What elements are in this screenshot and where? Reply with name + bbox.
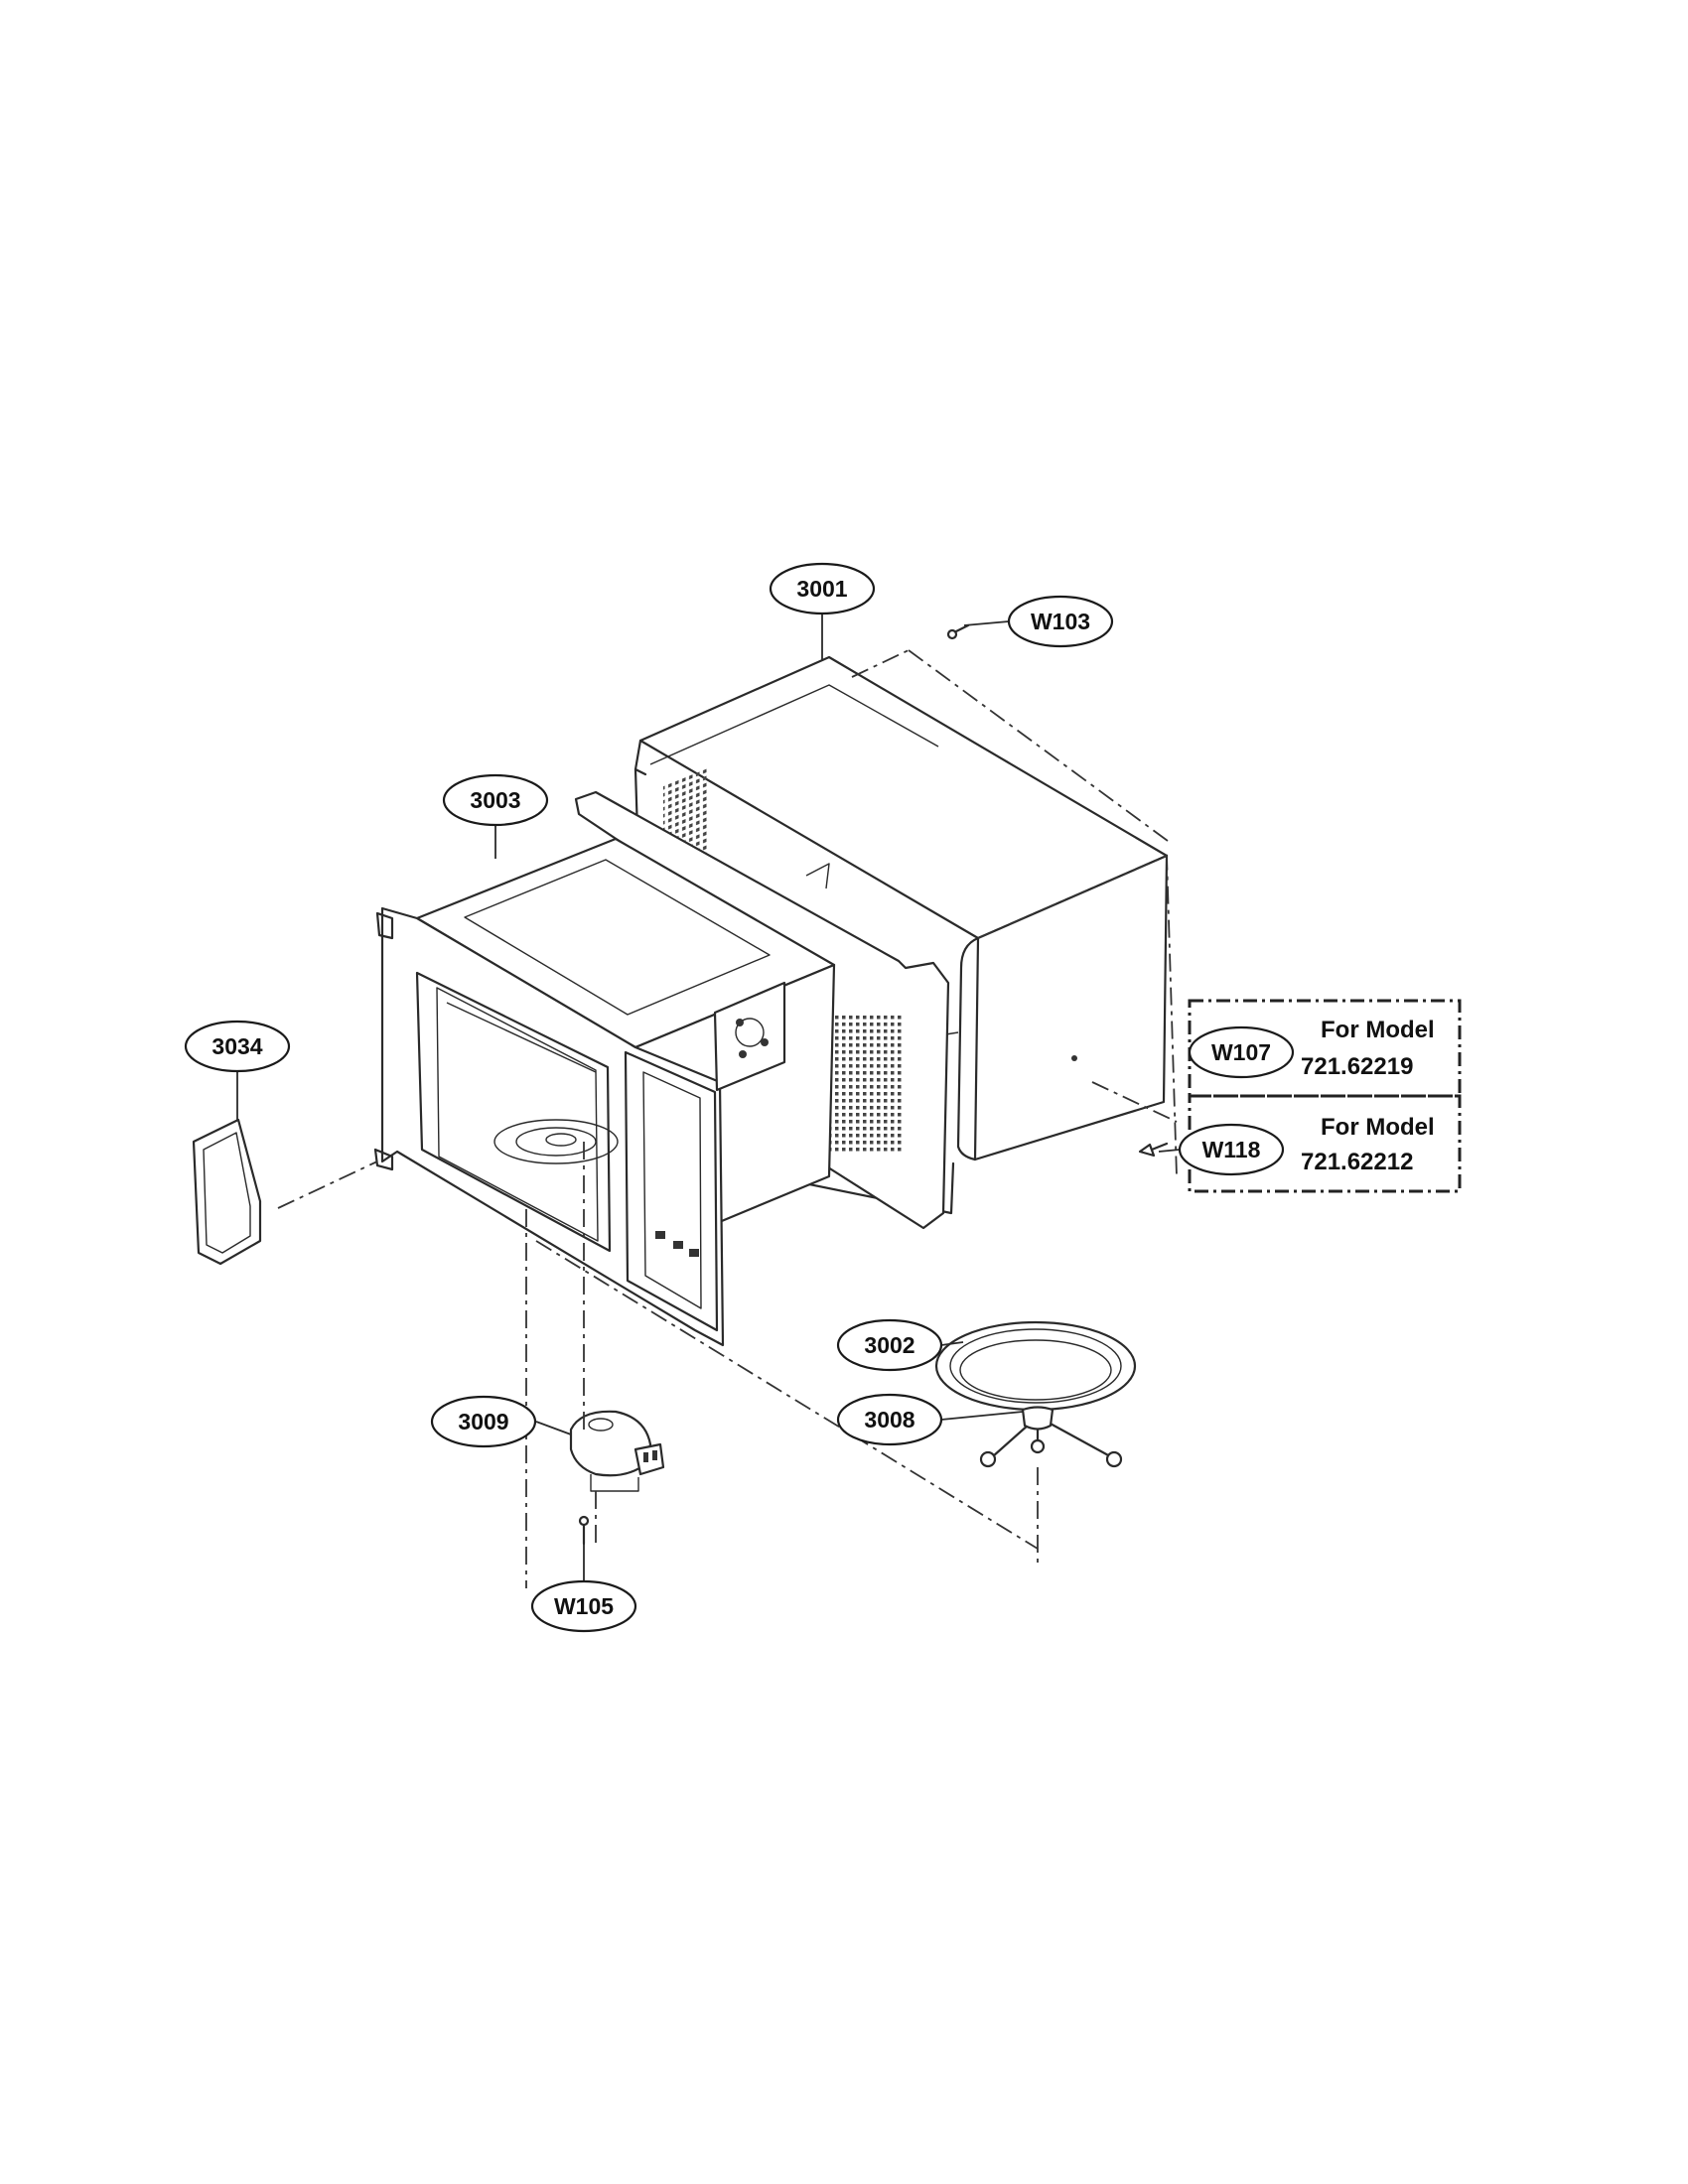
callout-3002: 3002 (836, 1318, 943, 1372)
callout-3009-label: 3009 (458, 1409, 508, 1434)
screw-w105 (578, 1515, 590, 1546)
note-w107-line2: 721.62219 (1301, 1053, 1413, 1080)
turntable-motor (569, 1410, 665, 1492)
glass-turntable (934, 1320, 1137, 1412)
oven-cavity (373, 790, 950, 1347)
screw-w118 (1138, 1142, 1169, 1158)
callout-w103: W103 (1007, 595, 1114, 648)
note-w107-line1: For Model (1321, 1017, 1435, 1043)
callout-w118-label: W118 (1202, 1137, 1261, 1162)
waveguide-cover (192, 1118, 262, 1266)
callout-w103-label: W103 (1031, 609, 1090, 634)
callout-3002-label: 3002 (864, 1332, 914, 1358)
callout-3001: 3001 (769, 562, 876, 615)
callout-w107: W107 (1188, 1025, 1295, 1079)
callout-w105: W105 (530, 1579, 637, 1633)
callout-3001-label: 3001 (796, 576, 847, 602)
callout-3009: 3009 (430, 1395, 537, 1448)
callout-3034: 3034 (184, 1020, 291, 1073)
callout-w118: W118 (1178, 1123, 1285, 1176)
alignment-lines (277, 649, 1178, 1588)
screw-w103 (946, 623, 970, 640)
cavity-back-vent (829, 1013, 904, 1152)
callout-3034-label: 3034 (211, 1033, 262, 1059)
leader-lines (236, 614, 1181, 1580)
note-w118-line2: 721.62212 (1301, 1149, 1413, 1175)
model-note-w107: For Model 721.62219 (1188, 999, 1462, 1098)
roller-ring (979, 1406, 1123, 1468)
callout-3008-label: 3008 (864, 1407, 914, 1433)
callout-3003: 3003 (442, 773, 549, 827)
callout-3008: 3008 (836, 1393, 943, 1446)
callout-3003-label: 3003 (470, 787, 520, 813)
note-w118-line1: For Model (1321, 1114, 1435, 1141)
callout-w105-label: W105 (554, 1593, 614, 1619)
callout-w107-label: W107 (1211, 1039, 1271, 1065)
